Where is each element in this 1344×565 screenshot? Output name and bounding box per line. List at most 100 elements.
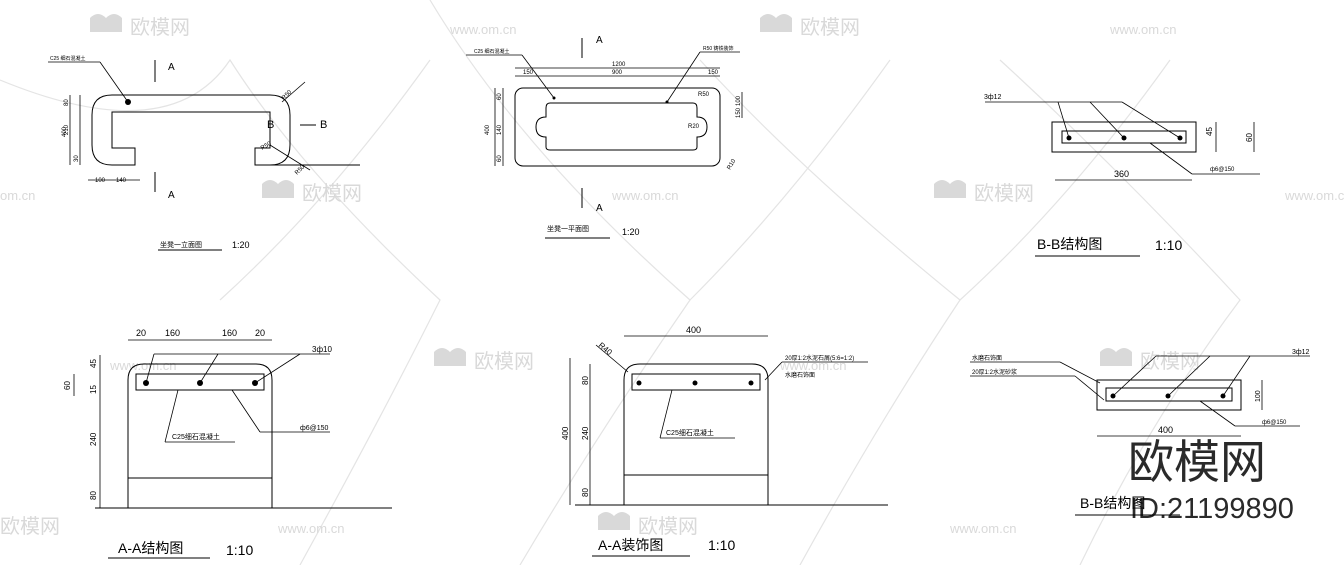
watermark-site: www.om.cn: [277, 521, 344, 536]
aa-decoration-dim-left: 240: [581, 426, 590, 440]
plan-dim-left: 60: [497, 93, 503, 100]
leader-line: [521, 54, 555, 99]
leader-line: [595, 344, 629, 373]
section-a-label-bottom: A: [596, 203, 603, 214]
elevation-dim: 80: [64, 99, 70, 106]
brand-logo-name: 欧模网: [1128, 436, 1266, 488]
leader-line: [164, 389, 179, 443]
aa-decoration-title: A-A装饰图: [598, 537, 663, 553]
watermark-site: www.om.cn: [1284, 188, 1344, 203]
elevation-dim: 400: [62, 126, 68, 137]
bb-bottom-finish-2: 20厚1:2水泥砂浆: [972, 368, 1017, 376]
aa-structure-title: A-A结构图: [118, 540, 183, 556]
bb-stirrup: [1061, 130, 1187, 144]
bb-outline: [1051, 121, 1197, 153]
bb-bottom-finish-1: 水磨石饰面: [972, 354, 1002, 362]
plan-dim-top: 150: [523, 70, 534, 76]
leader-line: [1059, 361, 1101, 384]
aa-structure-dim-left: 15: [89, 385, 98, 394]
aa-structure-concrete: C25细石混凝土: [172, 432, 220, 441]
elevation-dim: 140: [116, 178, 127, 184]
plan-callout-right: R50 铸铁装饰: [703, 45, 734, 52]
plan-dim-right: R10: [727, 158, 738, 171]
watermark-brand: 欧模网: [474, 350, 534, 373]
watermark-logo-3: 欧模网: [262, 180, 362, 205]
leader-line: [1149, 142, 1193, 175]
watermark-logo-6: 欧模网: [1100, 348, 1200, 373]
section-b-label-left: B: [267, 119, 274, 131]
plan-dim-top: 1200: [612, 62, 626, 68]
watermark-logo-1: 欧模网: [90, 14, 190, 39]
leader-line: [199, 353, 219, 384]
plan-title: 坐凳一平面图: [547, 224, 589, 233]
leader-line: [764, 361, 783, 381]
elevation-dim: 30: [74, 155, 80, 162]
watermark-logo-5: 欧模网: [434, 348, 534, 373]
rebar-dot: [636, 380, 642, 386]
leader-line: [659, 389, 673, 439]
aa-decoration-finish-1: 20厚1:2水泥石屑(5:6=1:2): [785, 354, 854, 362]
bb-bottom-outline: [1096, 379, 1242, 411]
watermark-site: www.om.cn: [449, 22, 516, 37]
watermark-site: www.om.cn: [1109, 22, 1176, 37]
section-a-label-top: A: [168, 62, 175, 73]
brand-logo-id: ID:21199890: [1130, 493, 1294, 525]
aa-structure-outline: [127, 363, 273, 508]
watermark-house-icon: [262, 180, 294, 198]
bb-bottom-dim-right: 100: [1255, 390, 1262, 402]
rebar-dot: [692, 380, 698, 386]
bb-bottom-stirrup-label: ф6@150: [1262, 420, 1287, 426]
watermark-brand: 欧模网: [302, 182, 362, 205]
aa-structure-dim-left: 45: [89, 359, 98, 368]
aa-decoration-outline: [623, 363, 769, 505]
elevation-radius: R50: [281, 89, 293, 101]
leader-line: [281, 81, 306, 103]
plan-dim-top: 150: [708, 70, 719, 76]
elevation-title: 坐凳一立面图: [160, 240, 202, 249]
bb-bottom-stirrup: [1105, 387, 1233, 402]
plan-dim-right: R50: [698, 92, 710, 98]
leader-line: [231, 389, 261, 433]
view-plan: 1200 150 900 150 C25 细石混凝土 R50 铸铁装饰 A A …: [466, 35, 743, 239]
watermark-house-icon: [434, 348, 466, 366]
aa-structure-dim-top: 160: [222, 328, 237, 338]
view-elevation: C25 细石混凝土 A A B B 80 210 400 30 100 140 …: [48, 55, 360, 251]
aa-structure-dim-left: 240: [89, 432, 98, 446]
elevation-radius: R50: [294, 164, 306, 176]
aa-structure-rebar: 3ф10: [312, 345, 332, 354]
watermark-brand: 欧模网: [1140, 350, 1200, 373]
plan-dim-left: 140: [497, 124, 503, 135]
bb-top-dim-right: 60: [1245, 133, 1254, 142]
watermark-brand: 欧模网: [800, 16, 860, 39]
aa-structure-stirrup-label: ф6@150: [300, 425, 329, 432]
plan-inner-panel: [535, 102, 708, 151]
aa-structure-dim-top: 20: [136, 328, 146, 338]
watermark-logo-7: 欧模网: [598, 512, 698, 538]
elevation-scale: 1:20: [232, 240, 250, 250]
aa-decoration-concrete: C25细石混凝土: [666, 428, 714, 437]
aa-decoration-width: 400: [686, 325, 701, 335]
bb-top-stirrup: ф6@150: [1210, 167, 1235, 173]
aa-decoration-dim-left: 400: [561, 426, 570, 440]
plan-dim-right: R20: [688, 124, 700, 130]
watermark-house-icon: [1100, 348, 1132, 366]
plan-dim-right: 100: [736, 95, 742, 106]
aa-structure-stirrup: [135, 373, 265, 391]
leader-line: [1074, 375, 1105, 401]
aa-structure-dim-top: 160: [165, 328, 180, 338]
watermark-brand: 欧模网: [0, 515, 60, 538]
plan-dim-left: 60: [497, 155, 503, 162]
leader-line: [666, 51, 701, 103]
leader-line: [1112, 355, 1157, 397]
leader-line: [1167, 355, 1211, 397]
aa-decoration-finish-2: 水磨石饰面: [785, 371, 815, 379]
aa-decoration-dim-left: 80: [581, 376, 590, 385]
brand-logo: 欧模网 ID:21199890: [1128, 436, 1294, 525]
plan-outline: [514, 87, 721, 167]
aa-decoration-radius: R40: [597, 341, 614, 358]
leader-line: [99, 61, 129, 103]
watermark-brand: 欧模网: [638, 515, 698, 538]
bb-bottom-title: B-B结构图: [1080, 495, 1145, 511]
watermark-site: www.om.cn: [611, 188, 678, 203]
